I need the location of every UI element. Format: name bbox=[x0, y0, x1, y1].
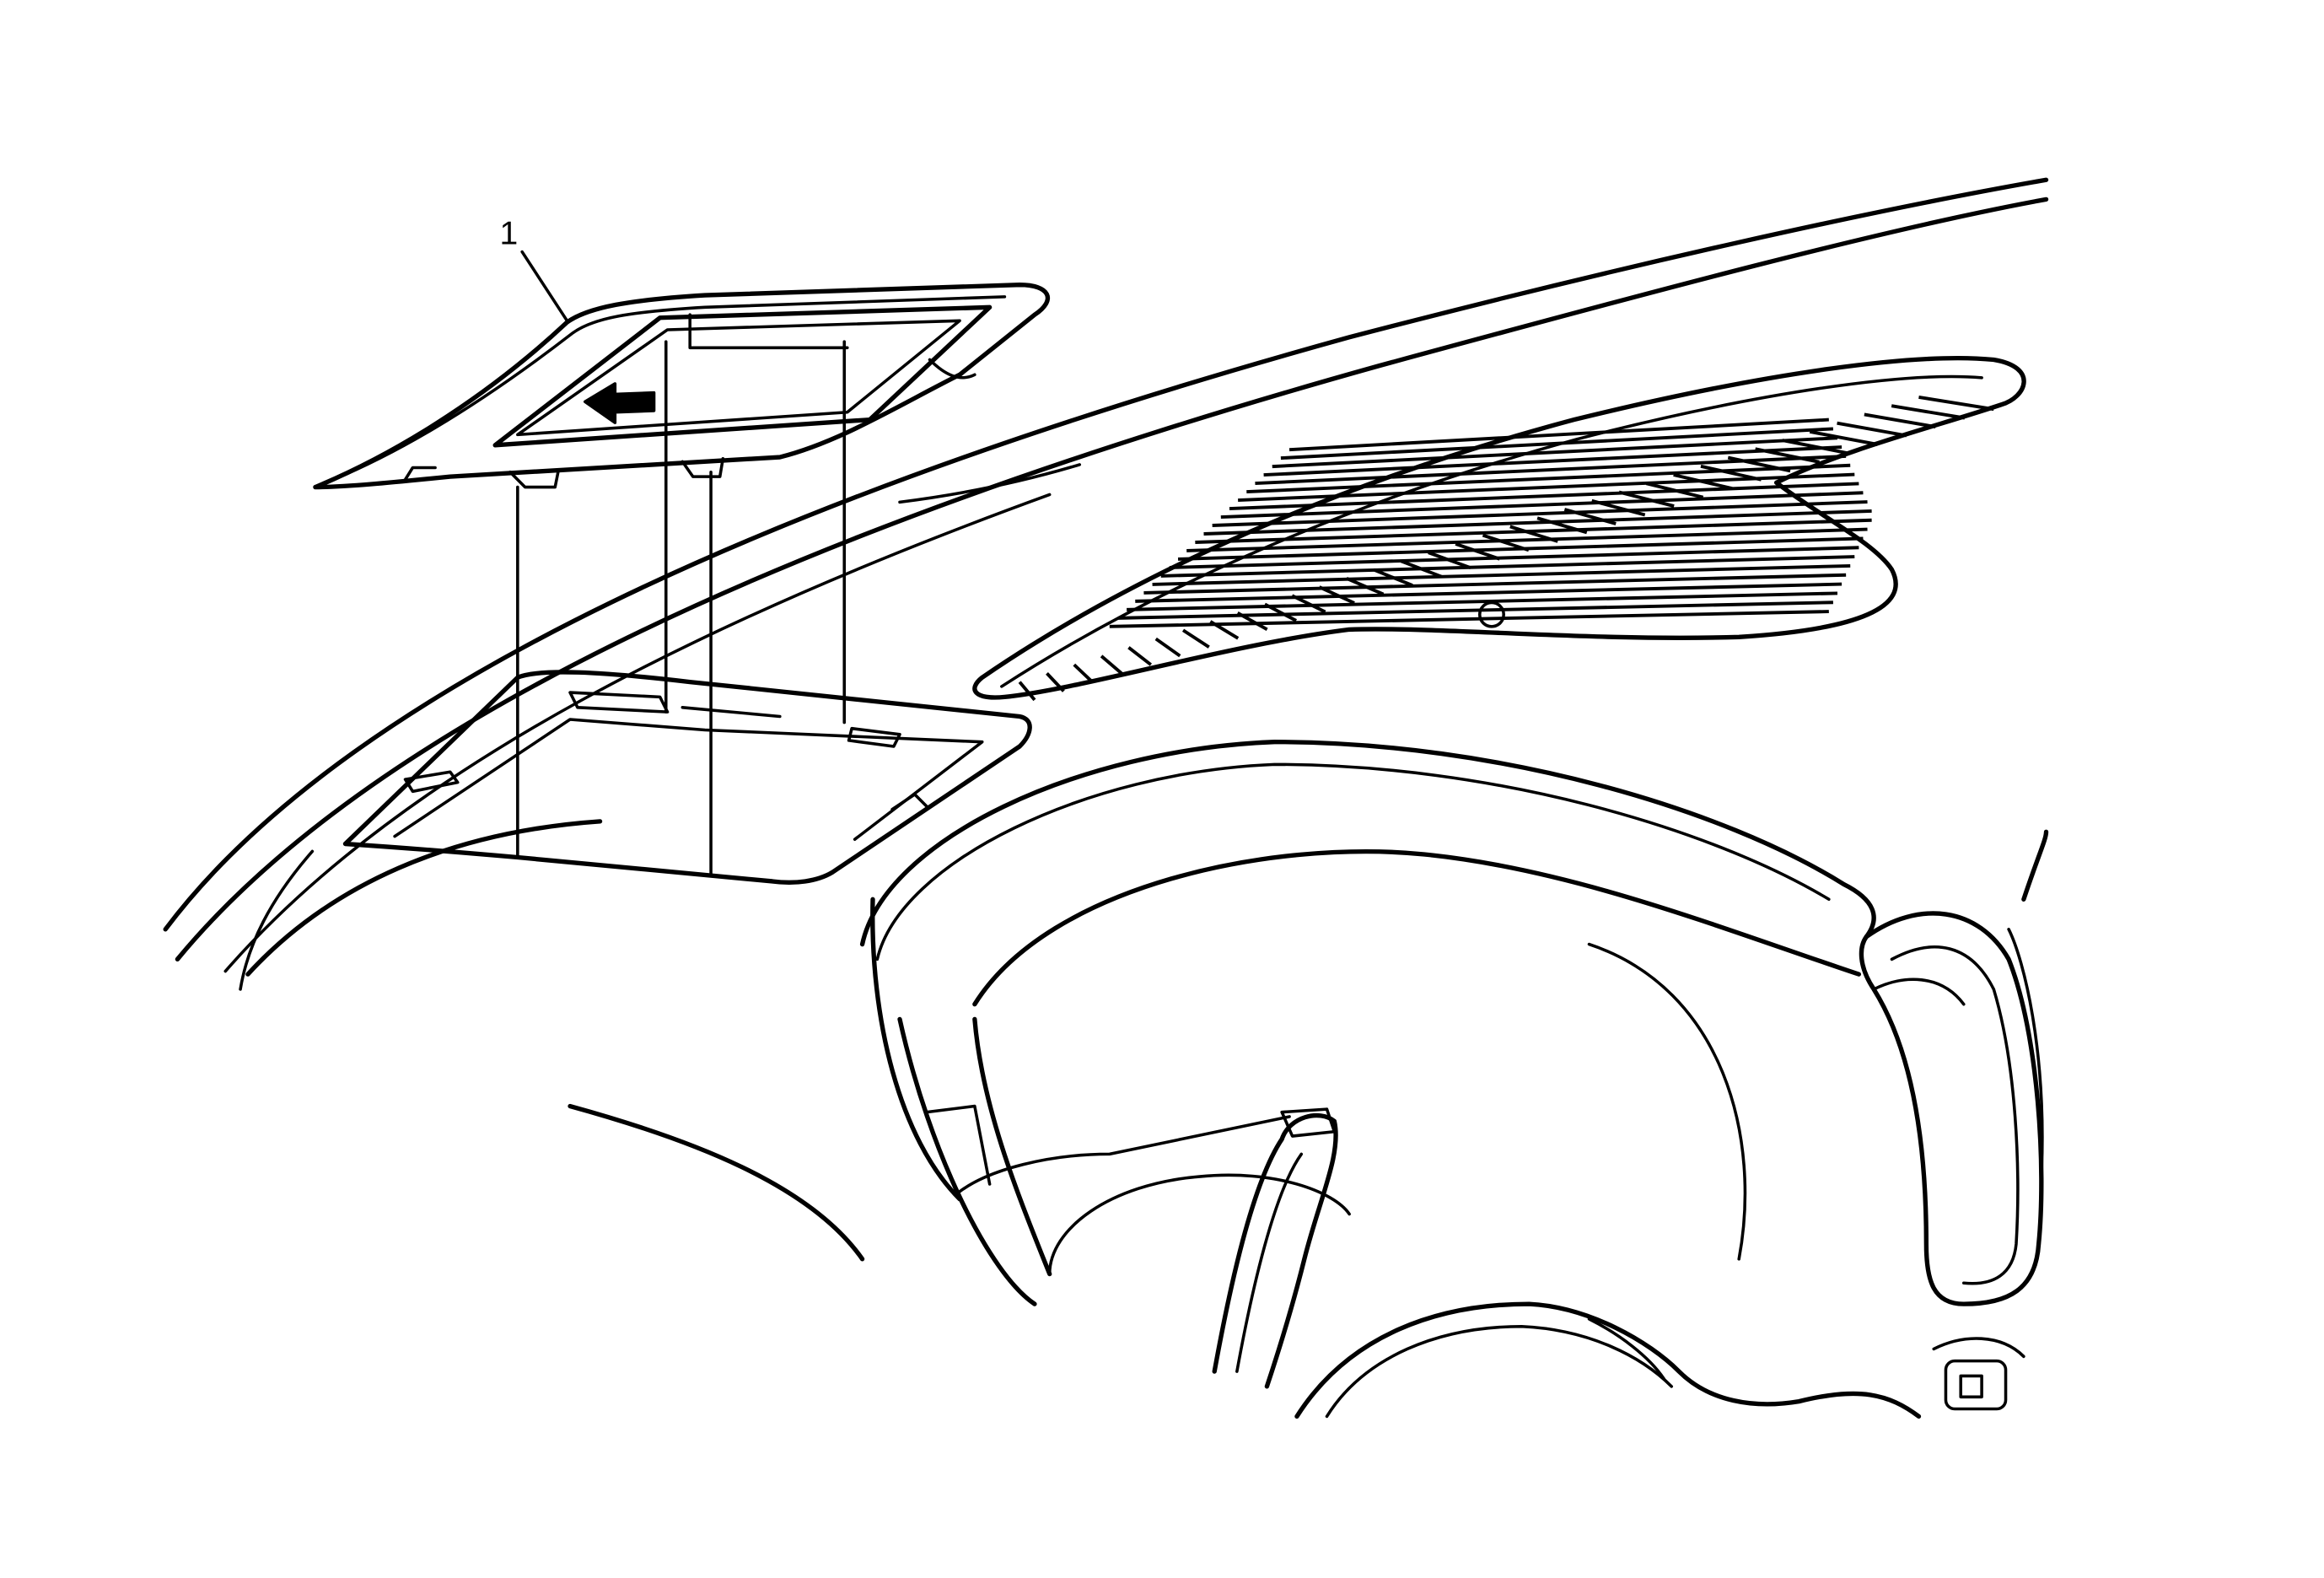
arrow-left-icon bbox=[584, 382, 656, 424]
grille-slat bbox=[1246, 463, 1851, 494]
alignment-lines bbox=[516, 340, 847, 875]
grille-slat bbox=[1152, 563, 1851, 586]
grille-slat bbox=[1195, 518, 1872, 544]
grille-screw bbox=[1477, 601, 1505, 628]
grille-slat bbox=[1203, 509, 1872, 536]
grille-slat bbox=[1255, 454, 1847, 486]
grille-slat bbox=[1891, 404, 1966, 420]
callout-1: 1 bbox=[500, 216, 569, 323]
grille-slat bbox=[1127, 591, 1838, 611]
trim-panel bbox=[313, 282, 1051, 490]
grille-slat bbox=[1263, 445, 1843, 477]
grille-slat bbox=[1177, 536, 1864, 561]
grille-slat bbox=[1212, 500, 1868, 527]
grille-slats bbox=[1018, 396, 1994, 702]
grille-slat bbox=[1809, 429, 1878, 446]
grille-slat bbox=[1280, 427, 1834, 460]
grille-slat bbox=[1288, 417, 1829, 452]
grille-slat bbox=[1186, 527, 1868, 552]
switch-block bbox=[1944, 1359, 2008, 1411]
defroster-grille bbox=[972, 356, 2026, 702]
grille-slat bbox=[1127, 646, 1153, 666]
grille-slat bbox=[1117, 601, 1833, 620]
grille-slat bbox=[1837, 421, 1907, 438]
grille-slat bbox=[1143, 573, 1847, 595]
callout-label: 1 bbox=[500, 216, 519, 252]
grille-slat bbox=[1154, 637, 1181, 658]
grille-slat bbox=[1864, 412, 1936, 428]
grille-slat bbox=[1181, 628, 1210, 649]
steering-shroud bbox=[1212, 1107, 1338, 1389]
grille-slat bbox=[1272, 436, 1838, 469]
instrument-cluster-hood bbox=[859, 740, 1876, 1306]
lower-console bbox=[1294, 1301, 2025, 1419]
grille-slat bbox=[1018, 681, 1036, 702]
grille-slat bbox=[1229, 482, 1859, 510]
grille-slat bbox=[1618, 490, 1675, 508]
grille-slat bbox=[1220, 491, 1864, 519]
grille-slat bbox=[1046, 672, 1065, 692]
grille-slat bbox=[1109, 610, 1829, 628]
grille-slat bbox=[1135, 582, 1843, 603]
grille-slat bbox=[1918, 396, 1994, 412]
switch-button bbox=[1959, 1374, 1983, 1399]
right-vent bbox=[1859, 829, 2049, 1306]
windshield-lines bbox=[163, 177, 2049, 973]
dashboard-surface bbox=[239, 819, 865, 1262]
grille-slat bbox=[1169, 546, 1859, 569]
grille-slat bbox=[1238, 472, 1855, 503]
grille-slat bbox=[1073, 663, 1095, 684]
grille-slat bbox=[1100, 654, 1123, 676]
grille-slat bbox=[1160, 555, 1855, 578]
